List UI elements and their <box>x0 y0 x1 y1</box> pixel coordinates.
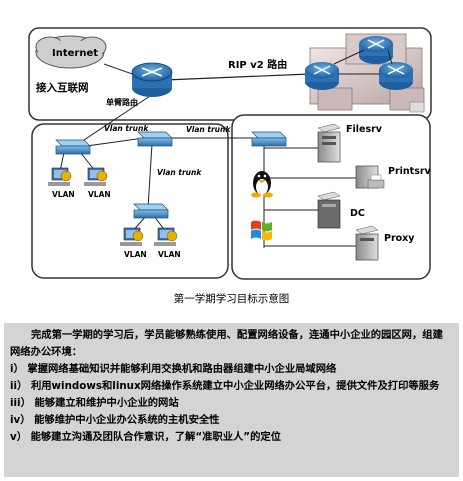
lan-region <box>31 123 229 279</box>
domain-controller-icon <box>317 191 341 229</box>
switch-icon-left <box>55 139 91 155</box>
access-label: 接入互联网 <box>36 81 89 94</box>
switch-icon-center <box>137 131 173 147</box>
router-icon-left <box>305 62 339 90</box>
pc-icon-4 <box>154 227 178 246</box>
printserver-icon <box>355 165 385 189</box>
core-router-label: 单臂路由 <box>106 97 138 107</box>
vlan-label-2: VLAN <box>88 190 111 199</box>
windows-logo-icon <box>251 220 272 241</box>
internet-cloud <box>35 35 107 69</box>
vlan-trunk-label-3: Vlan trunk <box>157 168 202 177</box>
vlan-label-4: VLAN <box>158 250 181 259</box>
rip-label: RIP v2 路由 <box>228 58 287 71</box>
vlan-label-3: VLAN <box>124 250 147 259</box>
proxy-server-icon <box>355 225 379 261</box>
learning-goals-box: 完成第一学期的学习后，学员能够熟练使用、配置网络设备，连通中小企业的园区网，组建… <box>4 323 459 477</box>
fileserver-icon <box>317 123 341 163</box>
server-label-dc: DC <box>350 208 365 219</box>
vlan-trunk-label-2: Vlan trunk <box>186 125 231 134</box>
server-label-printsrv: Printsrv <box>388 166 432 177</box>
goal-item-5: v） 能够建立沟通及团队合作意识，了解“准职业人”的定位 <box>10 431 281 443</box>
pc-icon-2 <box>84 167 108 186</box>
internet-label: Internet <box>52 48 98 59</box>
router-icon-right <box>379 62 413 90</box>
linux-tux-icon <box>251 171 273 198</box>
goals-intro: 完成第一学期的学习后，学员能够熟练使用、配置网络设备，连通中小企业的园区网，组建… <box>10 329 443 358</box>
core-router-icon <box>131 62 173 97</box>
server-label-filesrv: Filesrv <box>346 124 383 135</box>
switch-icon-server <box>251 131 287 147</box>
switch-icon-bottom <box>133 203 169 219</box>
goal-item-1: i） 掌握网络基础知识并能够利用交换机和路由器组建中小企业局域网络 <box>10 363 337 375</box>
pc-icon-1 <box>48 167 72 186</box>
server-label-proxy: Proxy <box>384 233 415 244</box>
diagram-caption: 第一学期学习目标示意图 <box>173 293 290 305</box>
network-diagram: Internet 接入互联网 单臂路由 RIP v2 路由 <box>28 27 432 280</box>
goal-item-4: iv） 能够维护中小企业办公系统的主机安全性 <box>10 414 220 426</box>
router-icon-top <box>359 36 393 64</box>
goal-item-3: iii） 能够建立和维护中小企业的网站 <box>10 397 179 409</box>
vlan-trunk-label-1: Vlan trunk <box>104 124 149 133</box>
pc-icon-3 <box>120 227 144 246</box>
vlan-label-1: VLAN <box>52 190 75 199</box>
goal-item-2: ii） 利用windows和linux网络操作系统建立中小企业网络办公平台，提供… <box>10 380 440 392</box>
